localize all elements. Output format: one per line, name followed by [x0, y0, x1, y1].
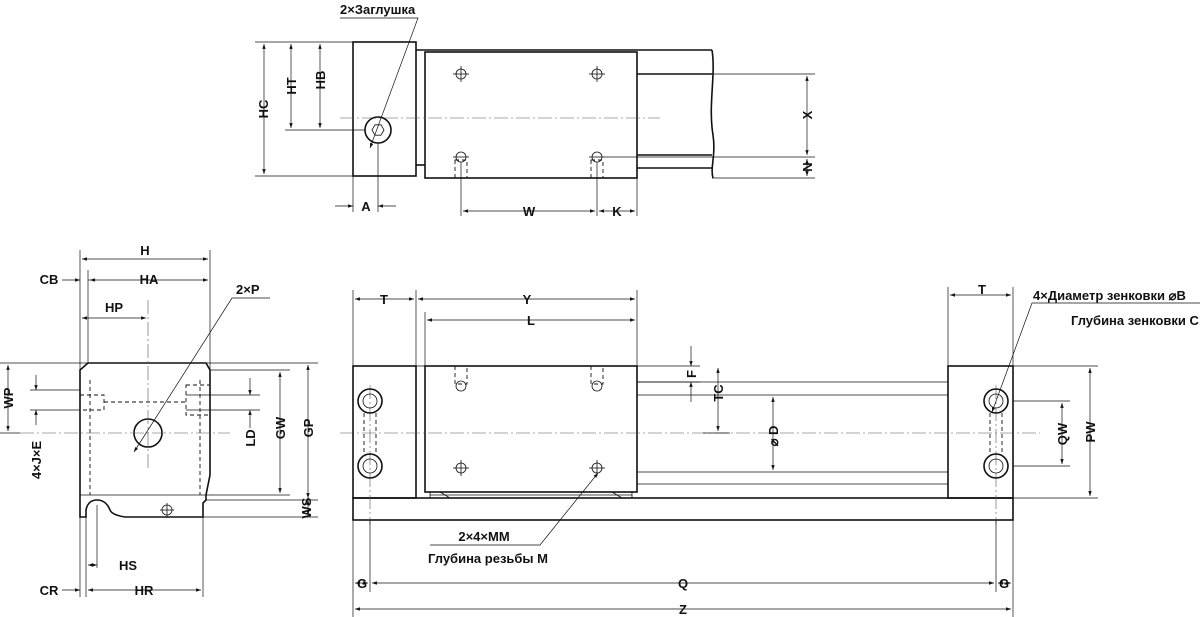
front-left-end [352, 365, 417, 499]
counterbore-hole [357, 453, 383, 479]
label-TC: TC [711, 384, 726, 402]
plug-circle [364, 116, 392, 144]
label-thread-depth: Глубина резьбы M [428, 551, 548, 566]
side-view: H HA CB HP 2×P WP 4×J×E LD GW GP WS HS C… [0, 243, 318, 598]
label-HB: HB [313, 71, 328, 90]
label-G-left: G [357, 576, 367, 591]
label-plug: 2×Заглушка [340, 2, 416, 17]
label-QW: QW [1055, 422, 1070, 445]
label-H: H [140, 243, 149, 258]
label-WP: WP [1, 387, 16, 408]
label-Y: Y [523, 292, 532, 307]
label-X: X [800, 110, 815, 119]
label-WS: WS [299, 497, 314, 518]
label-HT: HT [284, 77, 299, 94]
side-body [79, 362, 211, 518]
counterbore-hole [983, 453, 1009, 479]
label-D: ⌀ D [766, 426, 781, 447]
label-W: W [523, 204, 536, 219]
label-counterbore-depth: Глубина зенковки C [1071, 313, 1200, 328]
label-MM: 2×4×MM [458, 529, 509, 544]
label-HC: HC [256, 99, 271, 118]
label-N: N [800, 162, 815, 171]
counterbore-hole [357, 388, 383, 414]
front-carriage [424, 365, 638, 493]
top-end-block [352, 41, 417, 177]
label-T-right: T [978, 282, 986, 297]
label-counterbore: 4×Диаметр зенковки ⌀B [1033, 288, 1186, 303]
label-GW: GW [273, 416, 288, 439]
label-Q: Q [678, 576, 688, 591]
label-L: L [527, 313, 535, 328]
label-K: K [612, 204, 622, 219]
top-carriage [424, 51, 638, 179]
label-CB: CB [40, 272, 59, 287]
label-P: 2×P [236, 282, 260, 297]
front-view: T Y L T 4×Диаметр зенковки ⌀B Глубина зе… [340, 282, 1200, 617]
label-F: F [684, 370, 699, 378]
label-PW: PW [1083, 421, 1098, 443]
label-Z: Z [679, 602, 687, 617]
hex-socket-icon [371, 124, 385, 136]
label-JE: 4×J×E [29, 441, 44, 480]
label-HA: HA [140, 272, 159, 287]
label-LD: LD [243, 429, 258, 446]
label-GP: GP [301, 418, 316, 437]
label-HR: HR [135, 583, 154, 598]
front-right-end [947, 365, 1014, 499]
label-HP: HP [105, 300, 123, 315]
label-CR: CR [40, 583, 59, 598]
label-T-left: T [380, 292, 388, 307]
label-G-right: G [999, 576, 1009, 591]
counterbore-hole [983, 388, 1009, 414]
label-A: A [361, 199, 371, 214]
top-view: 2×Заглушка HC HT HB A W K X N [255, 2, 815, 219]
front-base-rail [352, 497, 1014, 521]
label-HS: HS [119, 558, 137, 573]
